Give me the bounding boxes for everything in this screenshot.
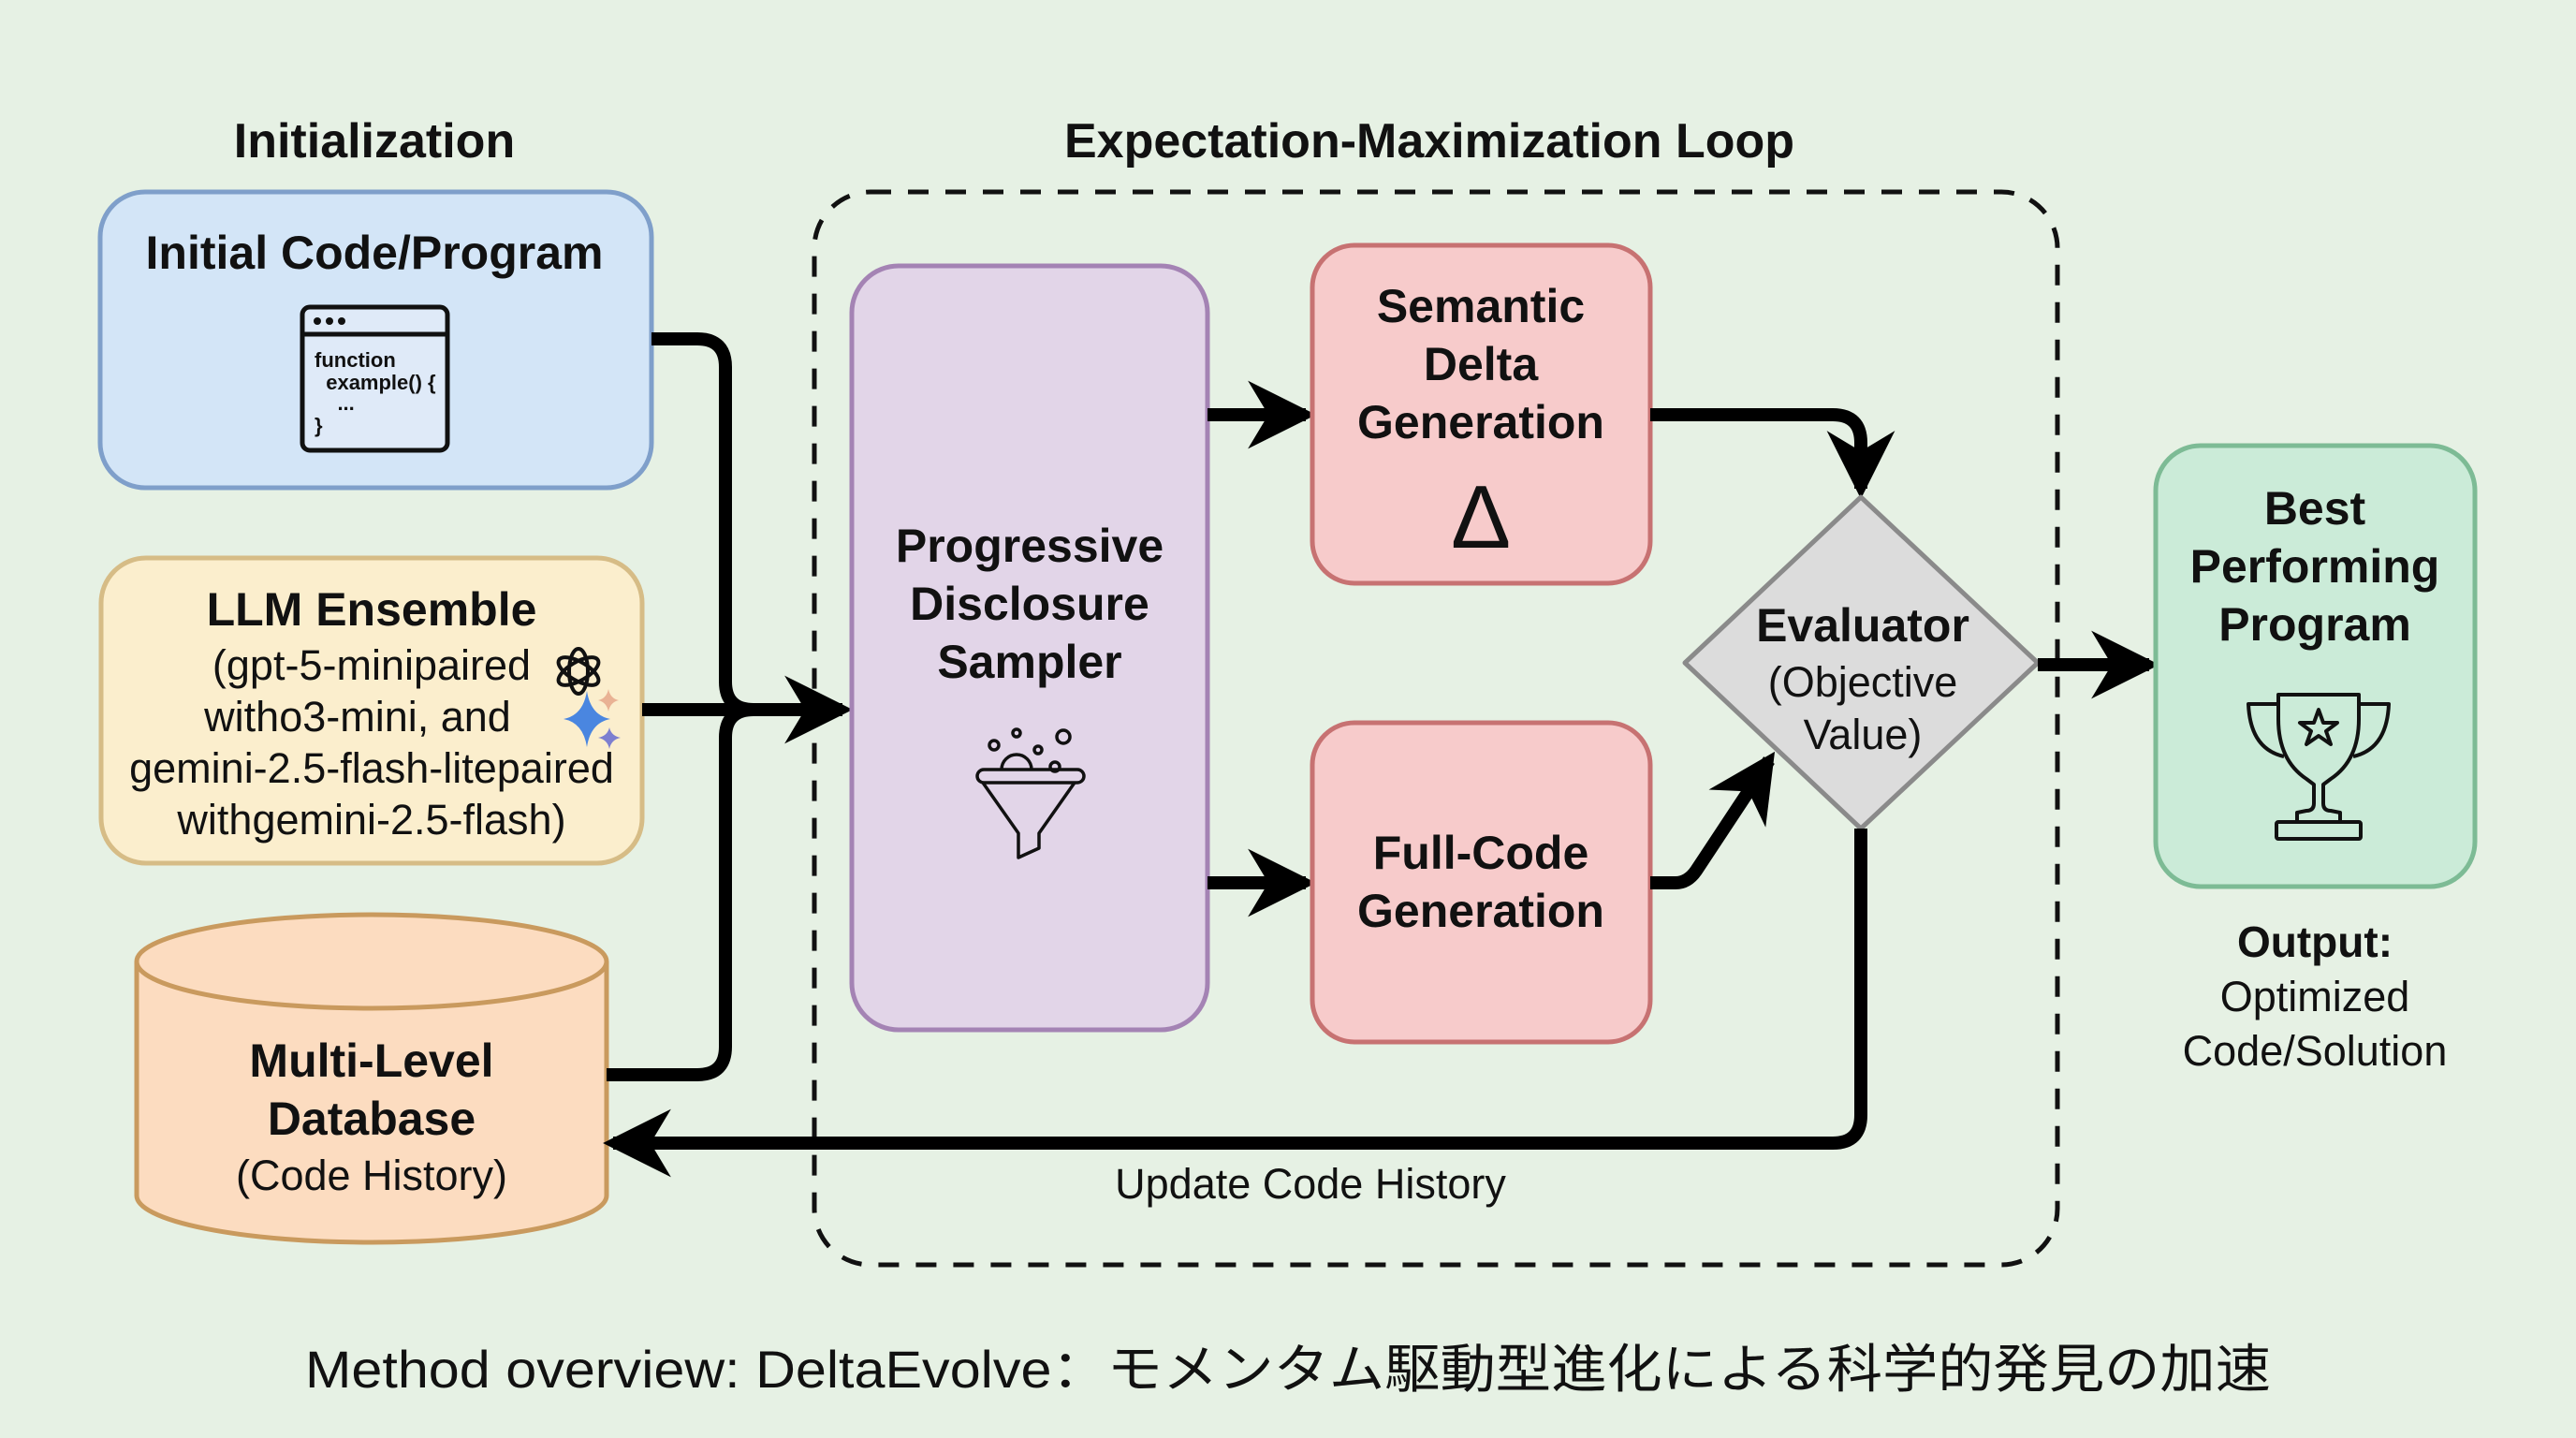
database-body	[134, 961, 609, 1245]
sampler-shape	[849, 263, 1210, 1033]
code-window-icon: function example() { ... }	[300, 304, 450, 453]
sampler-box[interactable]: Progressive Disclosure Sampler	[849, 263, 1210, 1033]
funnel-icon	[975, 727, 1086, 859]
semantic-delta-title-line-3: Generation	[1357, 396, 1604, 448]
connector-database	[607, 703, 754, 1081]
sampler-title-line-1: Progressive	[896, 520, 1164, 572]
full-code-title-line-1: Full-Code	[1373, 827, 1589, 879]
full-code-shape	[1310, 720, 1653, 1045]
em-loop-container	[812, 189, 2060, 1268]
gemini-sparkle-icon	[564, 689, 621, 749]
section-title-initialization: Initialization	[234, 114, 515, 169]
evaluator-input-arrows	[1650, 408, 1895, 889]
evaluator-sub-line-2: Value)	[1804, 711, 1923, 758]
full-code-box[interactable]: Full-Code Generation	[1310, 720, 1653, 1045]
database-title-line-2: Database	[268, 1093, 476, 1145]
openai-logo-icon	[556, 647, 601, 696]
sampler-arrows	[1208, 380, 1316, 917]
trophy-icon	[2247, 693, 2391, 841]
arrow-fullcode-to-evaluator	[1650, 751, 1776, 889]
input-connectors	[607, 332, 853, 1081]
llm-ensemble-line-3: gemini-2.5-flash-litepaired	[129, 744, 614, 792]
evaluator-diamond[interactable]: Evaluator (Objective Value)	[1682, 494, 2041, 831]
database-top	[134, 912, 609, 1011]
evaluator-title: Evaluator	[1756, 599, 1969, 652]
semantic-delta-box[interactable]: Semantic Delta Generation Δ	[1310, 242, 1653, 586]
sampler-title-line-2: Disclosure	[910, 578, 1149, 630]
figure-caption: Method overview: DeltaEvolve：モメンタム駆動型進化に…	[305, 1340, 2271, 1399]
code-line-2: example() {	[315, 371, 436, 394]
best-program-title-line-3: Program	[2218, 598, 2411, 651]
best-program-shape	[2153, 443, 2478, 889]
best-program-title-line-1: Best	[2264, 482, 2366, 535]
initial-code-box[interactable]: Initial Code/Program function example() …	[97, 189, 654, 491]
output-line-1: Optimized	[2220, 973, 2410, 1020]
llm-ensemble-line-4: withgemini-2.5-flash)	[176, 796, 565, 844]
delta-symbol: Δ	[1451, 467, 1511, 567]
database-title-line-1: Multi-Level	[249, 1034, 493, 1087]
full-code-title-line-2: Generation	[1357, 885, 1604, 937]
output-label: Output:	[2237, 917, 2393, 966]
llm-ensemble-line-1: (gpt-5-minipaired	[212, 641, 531, 689]
llm-ensemble-box[interactable]: LLM Ensemble (gpt-5-minipaired witho3-mi…	[98, 555, 645, 866]
llm-ensemble-line-2: witho3-mini, and	[203, 693, 511, 741]
code-line-4: }	[315, 414, 323, 437]
semantic-delta-title-line-2: Delta	[1424, 338, 1539, 390]
sampler-title-line-3: Sampler	[937, 636, 1121, 688]
semantic-delta-title-line-1: Semantic	[1377, 280, 1585, 332]
initial-code-title: Initial Code/Program	[146, 227, 604, 279]
connector-initial-code	[651, 332, 754, 716]
update-code-history-label: Update Code History	[1115, 1160, 1506, 1208]
evaluator-sub-line-1: (Objective	[1768, 658, 1958, 706]
output-line-2: Code/Solution	[2183, 1027, 2448, 1075]
database-cylinder[interactable]: Multi-Level Database (Code History)	[134, 912, 609, 1245]
llm-ensemble-title: LLM Ensemble	[207, 583, 537, 636]
arrow-update-code-history	[603, 829, 1867, 1178]
best-program-box[interactable]: Best Performing Program	[2153, 443, 2478, 889]
best-program-title-line-2: Performing	[2190, 540, 2440, 593]
code-line-3: ...	[315, 391, 355, 415]
code-line-1: function	[315, 348, 396, 372]
database-subtitle: (Code History)	[236, 1152, 507, 1199]
arrow-semantic-to-evaluator	[1650, 408, 1895, 499]
section-title-em-loop: Expectation-Maximization Loop	[1064, 114, 1794, 169]
